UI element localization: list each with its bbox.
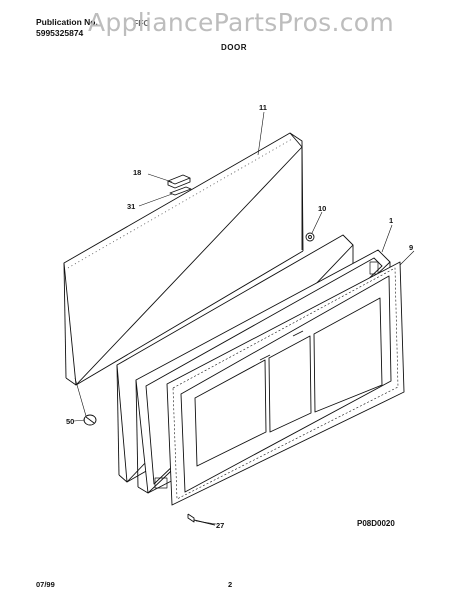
callout-leaders [73, 111, 415, 525]
callout-1: 1 [389, 216, 393, 225]
model-number-partial: FFC [133, 18, 150, 28]
callout-9: 9 [409, 243, 413, 252]
hinge-gasket [169, 186, 192, 196]
hinge-cover-part-50 [83, 414, 97, 426]
diagram-title: DOOR [221, 43, 247, 52]
watermark: AppliancePartsPros.com [88, 8, 395, 37]
publication-number: 5995325874 [36, 28, 84, 38]
publication-label: Publication No. [36, 17, 98, 27]
callout-18: 18 [133, 168, 141, 177]
callout-31: 31 [127, 202, 135, 211]
diagram-code: P08D0020 [357, 519, 395, 528]
callout-50: 50 [66, 417, 74, 426]
page-number: 2 [228, 580, 233, 589]
callout-27: 27 [216, 521, 224, 530]
callout-10: 10 [318, 204, 326, 213]
hinge-bracket [167, 174, 191, 189]
outer-door-panel [63, 132, 304, 386]
footer-date: 07/99 [36, 580, 55, 589]
screw-part-10 [305, 232, 315, 242]
door-gasket [154, 261, 405, 506]
callout-11: 11 [259, 103, 267, 112]
